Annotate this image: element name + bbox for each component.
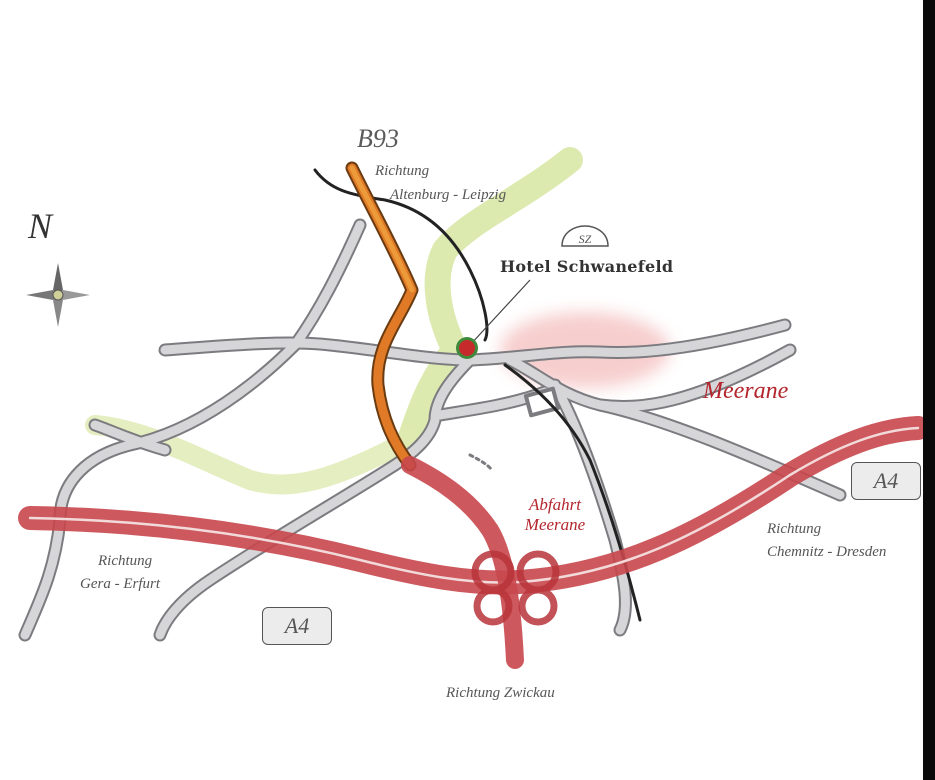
a4-motorway bbox=[18, 416, 930, 669]
direction-north-line2: Altenburg - Leipzig bbox=[390, 187, 507, 203]
exit-label: Abfahrt Meerane bbox=[505, 495, 605, 535]
a4-shield-east: A4 bbox=[851, 462, 921, 500]
direction-west-line2: Gera - Erfurt bbox=[80, 576, 160, 592]
b93-road bbox=[345, 161, 419, 472]
hotel-emblem-icon: SZ bbox=[561, 225, 609, 247]
direction-west-line1: Richtung bbox=[98, 553, 153, 569]
compass-rose-icon bbox=[26, 263, 90, 327]
hotel-name-label[interactable]: Hotel Schwanefeld bbox=[500, 257, 674, 276]
right-edge-bar bbox=[923, 0, 935, 780]
direction-north-line1: Richtung bbox=[375, 163, 430, 179]
hotel-emblem-text: SZ bbox=[579, 232, 592, 246]
green-path-west bbox=[85, 415, 420, 495]
a4-shield-west: A4 bbox=[262, 607, 332, 645]
city-label-meerane: Meerane bbox=[703, 378, 789, 404]
direction-south: Richtung Zwickau bbox=[446, 685, 555, 701]
local-roads bbox=[18, 218, 847, 642]
exit-label-line2: Meerane bbox=[524, 515, 586, 534]
green-path-north bbox=[397, 147, 583, 453]
direction-east-line1: Richtung bbox=[767, 521, 822, 537]
hotel-marker[interactable] bbox=[456, 279, 531, 359]
direction-east-line2: Chemnitz - Dresden bbox=[767, 544, 887, 560]
b93-label: B93 bbox=[357, 124, 399, 153]
compass-north-label: N bbox=[28, 206, 53, 246]
exit-label-line1: Abfahrt bbox=[529, 495, 581, 514]
